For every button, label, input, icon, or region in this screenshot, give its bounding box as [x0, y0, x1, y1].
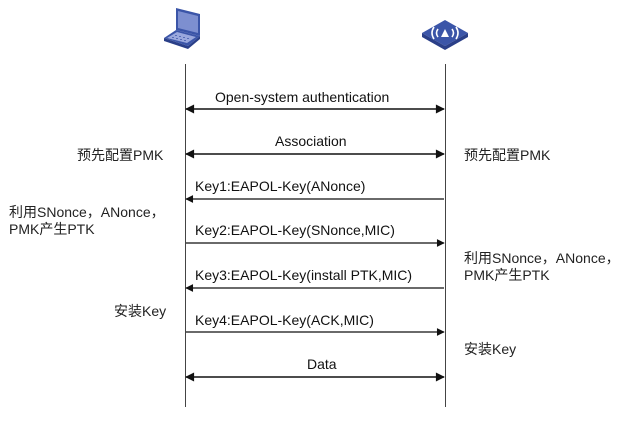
note-ap-preconfig-pmk: 预先配置PMK: [464, 147, 551, 163]
note-ap-derive-ptk: 利用SNonce，ANonce， PMK产生PTK: [464, 250, 620, 284]
label-key2: Key2:EAPOL-Key(SNonce,MIC): [195, 222, 395, 238]
ap-lifeline: [445, 64, 446, 407]
label-open-system-auth: Open-system authentication: [215, 89, 390, 105]
station-lifeline: [185, 64, 186, 407]
laptop-icon: [164, 8, 200, 49]
label-key3: Key3:EAPOL-Key(install PTK,MIC): [195, 267, 413, 283]
note-ap-install-key: 安装Key: [464, 341, 517, 357]
note-station-preconfig-pmk: 预先配置PMK: [77, 147, 164, 163]
label-data: Data: [307, 356, 337, 372]
access-point-icon: [422, 20, 468, 50]
note-ap-derive-line2: PMK产生PTK: [464, 267, 550, 283]
label-key1: Key1:EAPOL-Key(ANonce): [195, 178, 366, 194]
label-association: Association: [275, 133, 347, 149]
note-ap-derive-line1: 利用SNonce，ANonce，: [464, 250, 620, 266]
note-station-derive-line1: 利用SNonce，ANonce，: [9, 204, 165, 220]
label-key4: Key4:EAPOL-Key(ACK,MIC): [195, 312, 374, 328]
note-station-derive-line2: PMK产生PTK: [9, 221, 95, 237]
note-station-install-key: 安装Key: [114, 303, 167, 319]
note-station-derive-ptk: 利用SNonce，ANonce， PMK产生PTK: [9, 204, 165, 238]
